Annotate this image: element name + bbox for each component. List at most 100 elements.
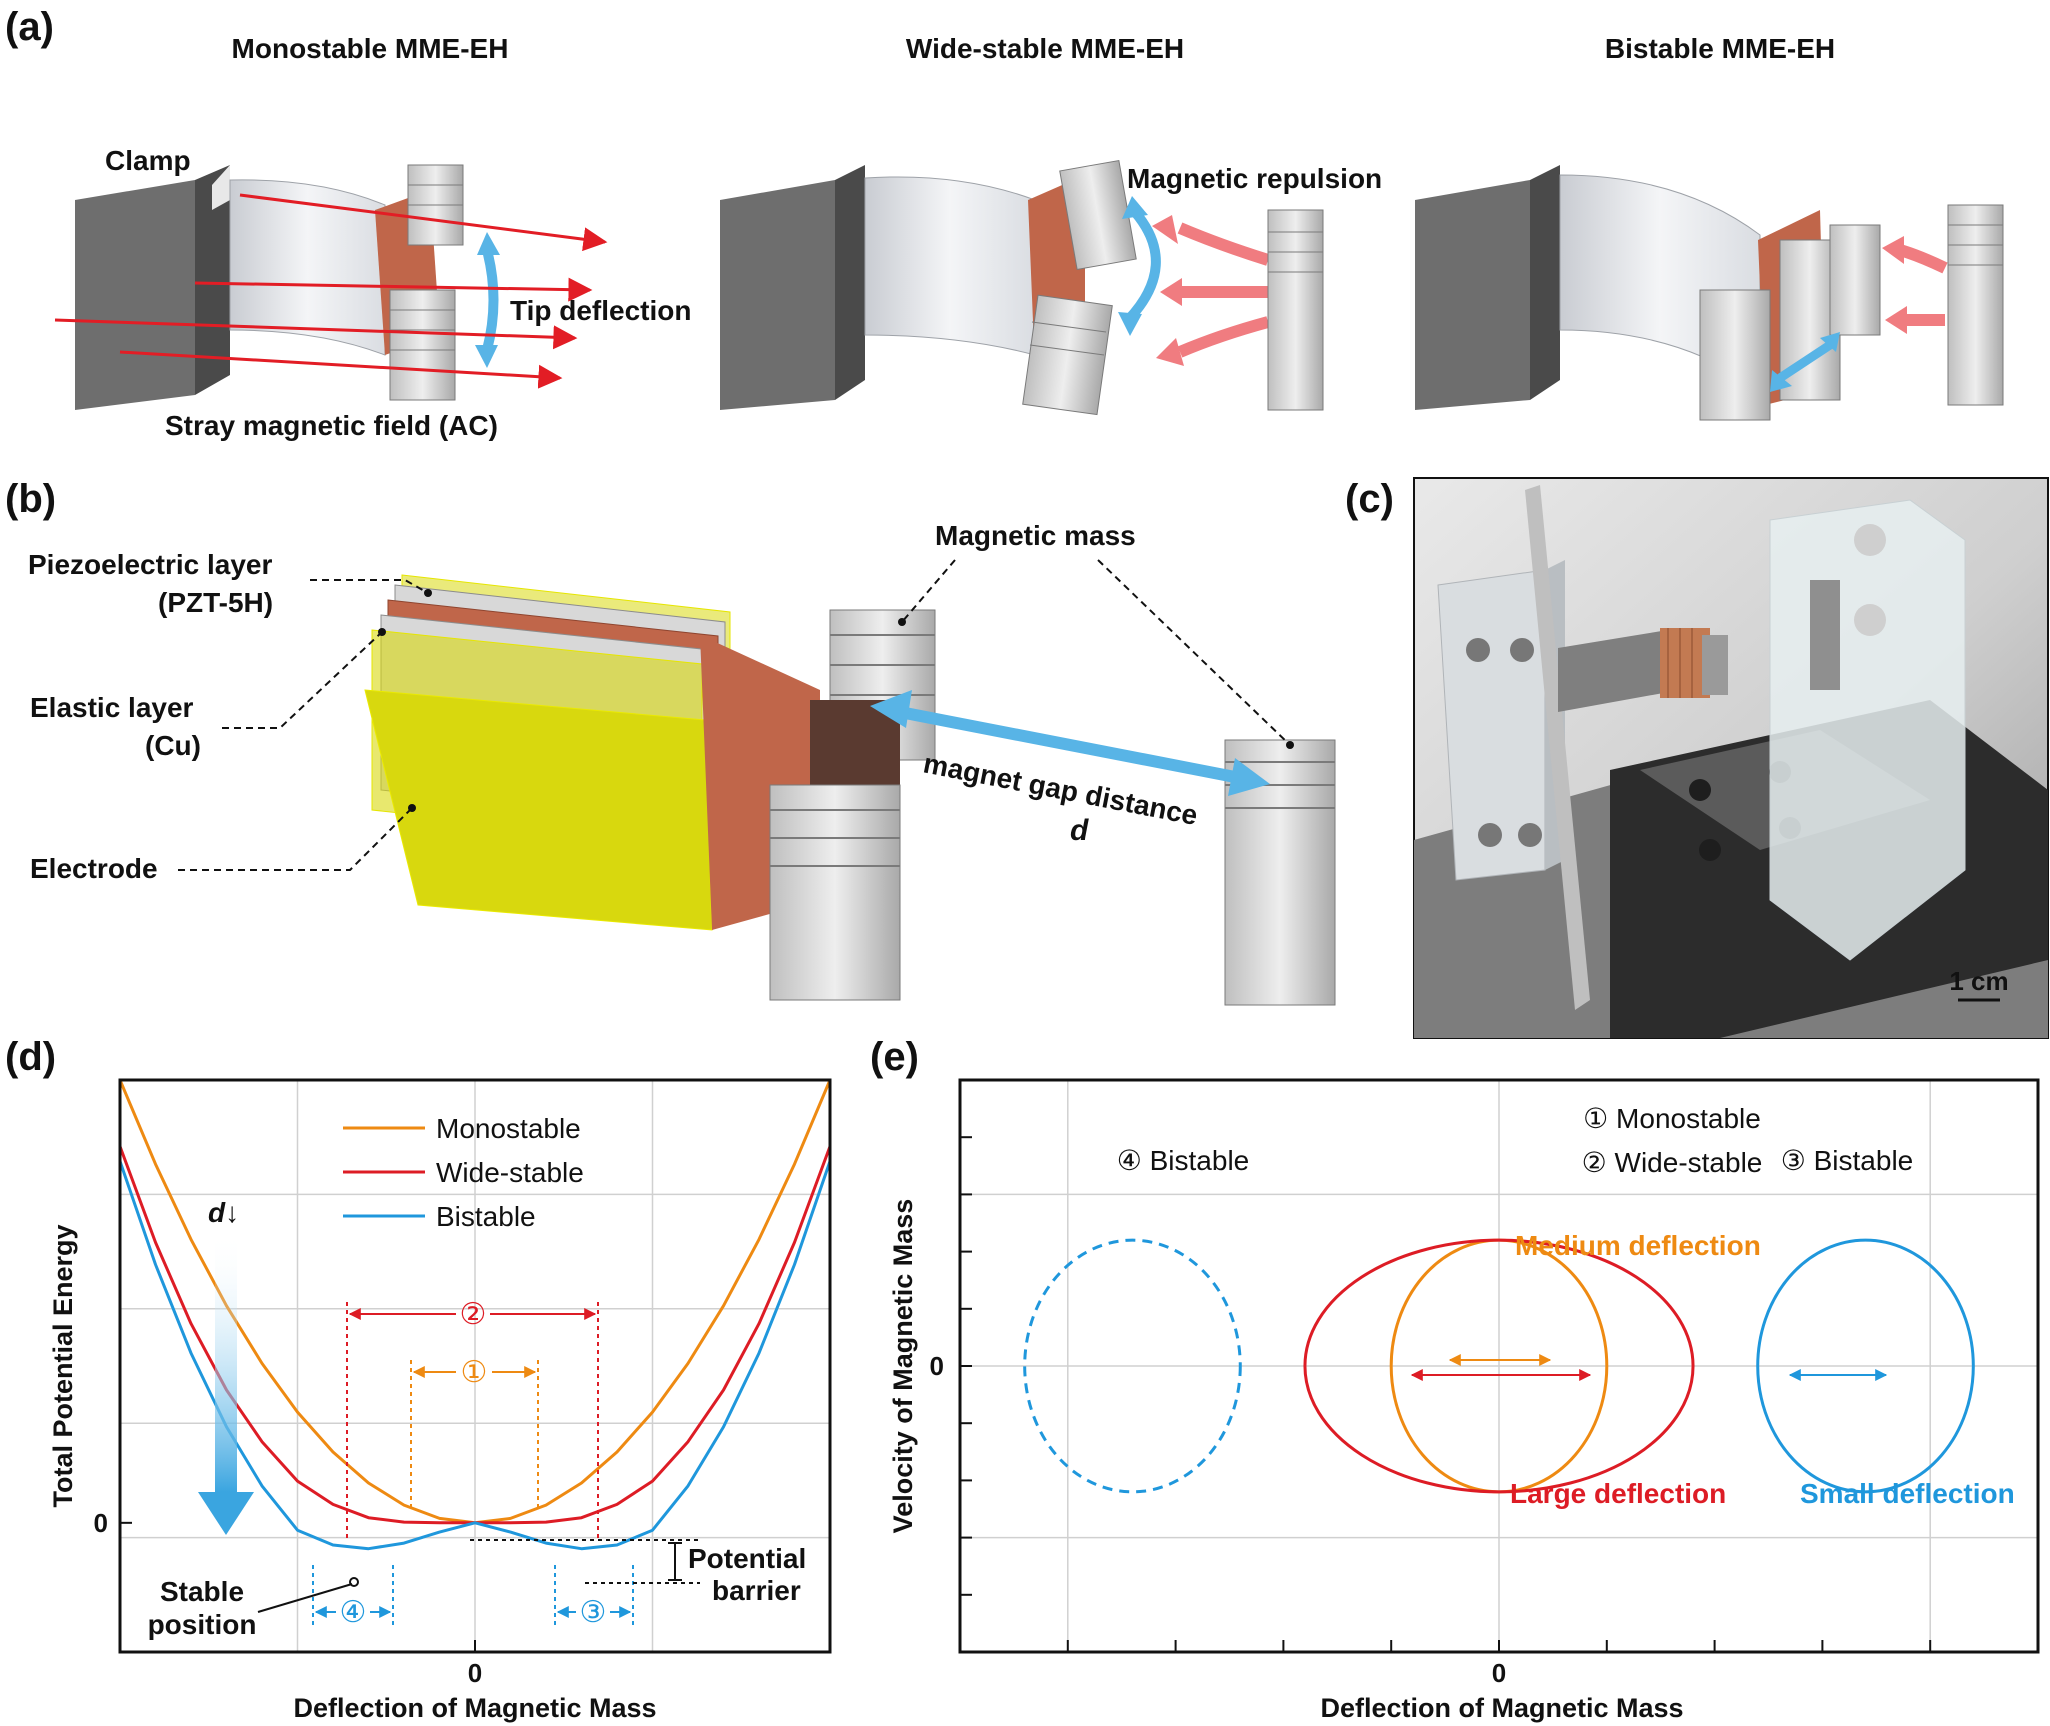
barrier-label-2: barrier [712,1575,801,1606]
piezo-label-1: Piezoelectric layer [28,549,272,580]
potential-barrier-marker [470,1539,700,1584]
panel-d-curves [118,1079,832,1551]
marker-1: ① [461,1356,488,1389]
small-label: Small deflection [1800,1478,2015,1509]
panel-d-ylabel: Total Potential Energy [48,1224,78,1507]
clamp-block [75,180,195,410]
panel-d: (d) d↓ Monostable Wide-stable Bistable ② [5,1035,832,1723]
stray-field-label: Stray magnetic field (AC) [165,410,498,441]
tip-magnets-b [769,609,936,1001]
tip-magnet-stack-2 [1022,159,1137,416]
stray-field-line-2 [194,277,593,302]
gap-symbol: d [1070,814,1089,847]
panel-d-letter: (d) [5,1035,56,1079]
y-tick-label: 0 [930,1351,944,1381]
elastic-leader [222,631,383,729]
tip-deflection-arrow-3 [1777,341,1833,382]
device-photo: 1 cm [1413,477,2049,1039]
panel-d-grid [120,1080,830,1652]
repulsion-label: Magnetic repulsion [1127,163,1382,194]
stray-field-line-4 [119,350,563,389]
x-tick-label: 0 [1492,1658,1506,1688]
orbit-wide-stable [1303,1238,1695,1494]
large-label: Large deflection [1510,1478,1726,1509]
stable-label-1: Stable [160,1576,244,1607]
tip-magnet-stack [389,164,464,401]
legend-monostable: Monostable [436,1113,581,1144]
panel-a-title-bistable: Bistable MME-EH [1605,33,1835,64]
tip-deflection-arrow [482,248,499,352]
panel-e-ticks: 00 [930,1136,1932,1688]
mass-leader-1 [901,559,956,623]
legend-e-bi-left: ④ Bistable [1117,1145,1250,1176]
electrode-label: Electrode [30,853,158,884]
electrode-plate [364,689,713,931]
device-widestable: Magnetic repulsion [720,159,1382,416]
panel-b: (b) [5,477,1336,1006]
marker-2: ② [460,1298,487,1331]
cantilever-beam-2 [864,176,1036,356]
panel-e-ylabel: Velocity of Magnetic Mass [888,1199,918,1534]
legend-bistable: Bistable [436,1201,536,1232]
panel-e-xlabel: Deflection of Magnetic Mass [1320,1693,1683,1723]
tip-magnet-stack-3 [1699,224,1881,421]
d-arrow-label: d↓ [208,1197,239,1228]
magnetic-mass-label: Magnetic mass [935,520,1136,551]
range-marker-widestable: ② [346,1298,599,1540]
panel-d-ticks: 00 [94,1508,483,1688]
fixed-magnet-2 [1267,209,1324,411]
fixed-magnet-3 [1947,204,2004,406]
legend-e-bi-right: ③ Bistable [1781,1145,1914,1176]
panel-a-title-widestable: Wide-stable MME-EH [906,33,1184,64]
y-tick-label: 0 [94,1508,108,1538]
gap-arrow [870,690,1270,796]
range-marker-bistable: ④ ③ [312,1565,634,1629]
legend-widestable: Wide-stable [436,1157,584,1188]
panel-d-legend: Monostable Wide-stable Bistable [343,1113,584,1232]
elastic-label-1: Elastic layer [30,692,194,723]
marker-3: ③ [580,1596,607,1629]
legend-e-wide: ② Wide-stable [1582,1147,1763,1178]
device-monostable: Clamp Tip deflection Stray magnetic fiel… [54,145,692,441]
barrier-label-1: Potential [688,1543,806,1574]
tip-deflection-label: Tip deflection [510,295,692,326]
piezo-label-2: (PZT-5H) [158,587,273,618]
piezo-leader [310,579,429,594]
orbit-bistable [1756,1238,1975,1494]
d-arrow-head [198,1492,254,1535]
panel-c: (c) 1 cm [1345,477,2049,1039]
repulsion-arrows-3 [1882,236,1948,334]
panel-e-letter: (e) [870,1035,919,1079]
clamp-plate [212,165,230,210]
clamp-label: Clamp [105,145,191,176]
d-arrow-shaft [215,1232,237,1492]
layer-stack [364,574,820,931]
panel-a-title-monostable: Monostable MME-EH [232,33,509,64]
panel-e-orbits [1023,1238,1975,1494]
clamp-block-3 [1415,180,1530,410]
x-tick-label: 0 [468,1658,482,1688]
legend-e-mono: ① Monostable [1583,1103,1761,1134]
range-marker-monostable: ① [410,1356,539,1512]
stable-label-2: position [148,1609,257,1640]
scale-label: 1 cm [1949,966,2008,996]
clamp-side [195,165,230,395]
panel-c-letter: (c) [1345,477,1394,521]
repulsion-arrows-2 [1152,215,1270,366]
panel-a: (a) Monostable MME-EH Wide-stable MME-EH… [5,5,2004,441]
marker-4: ④ [340,1596,367,1629]
mass-leader-2 [1097,559,1291,746]
panel-b-letter: (b) [5,477,56,521]
electrode-leader [178,807,413,871]
panel-d-xlabel: Deflection of Magnetic Mass [293,1693,656,1723]
tip-deflection-arrow-2 [1124,208,1161,324]
medium-label: Medium deflection [1515,1230,1761,1261]
panel-e-grid [960,1080,2038,1652]
stable-position-leader [257,1583,353,1613]
stray-field-line-3 [54,318,578,350]
elastic-label-2: (Cu) [145,730,201,761]
stray-field-line-1 [239,193,608,252]
panel-a-letter: (a) [5,5,54,49]
panel-e: (e) ① Monostable ② Wide-stable ④ Bistabl… [870,1035,2040,1723]
